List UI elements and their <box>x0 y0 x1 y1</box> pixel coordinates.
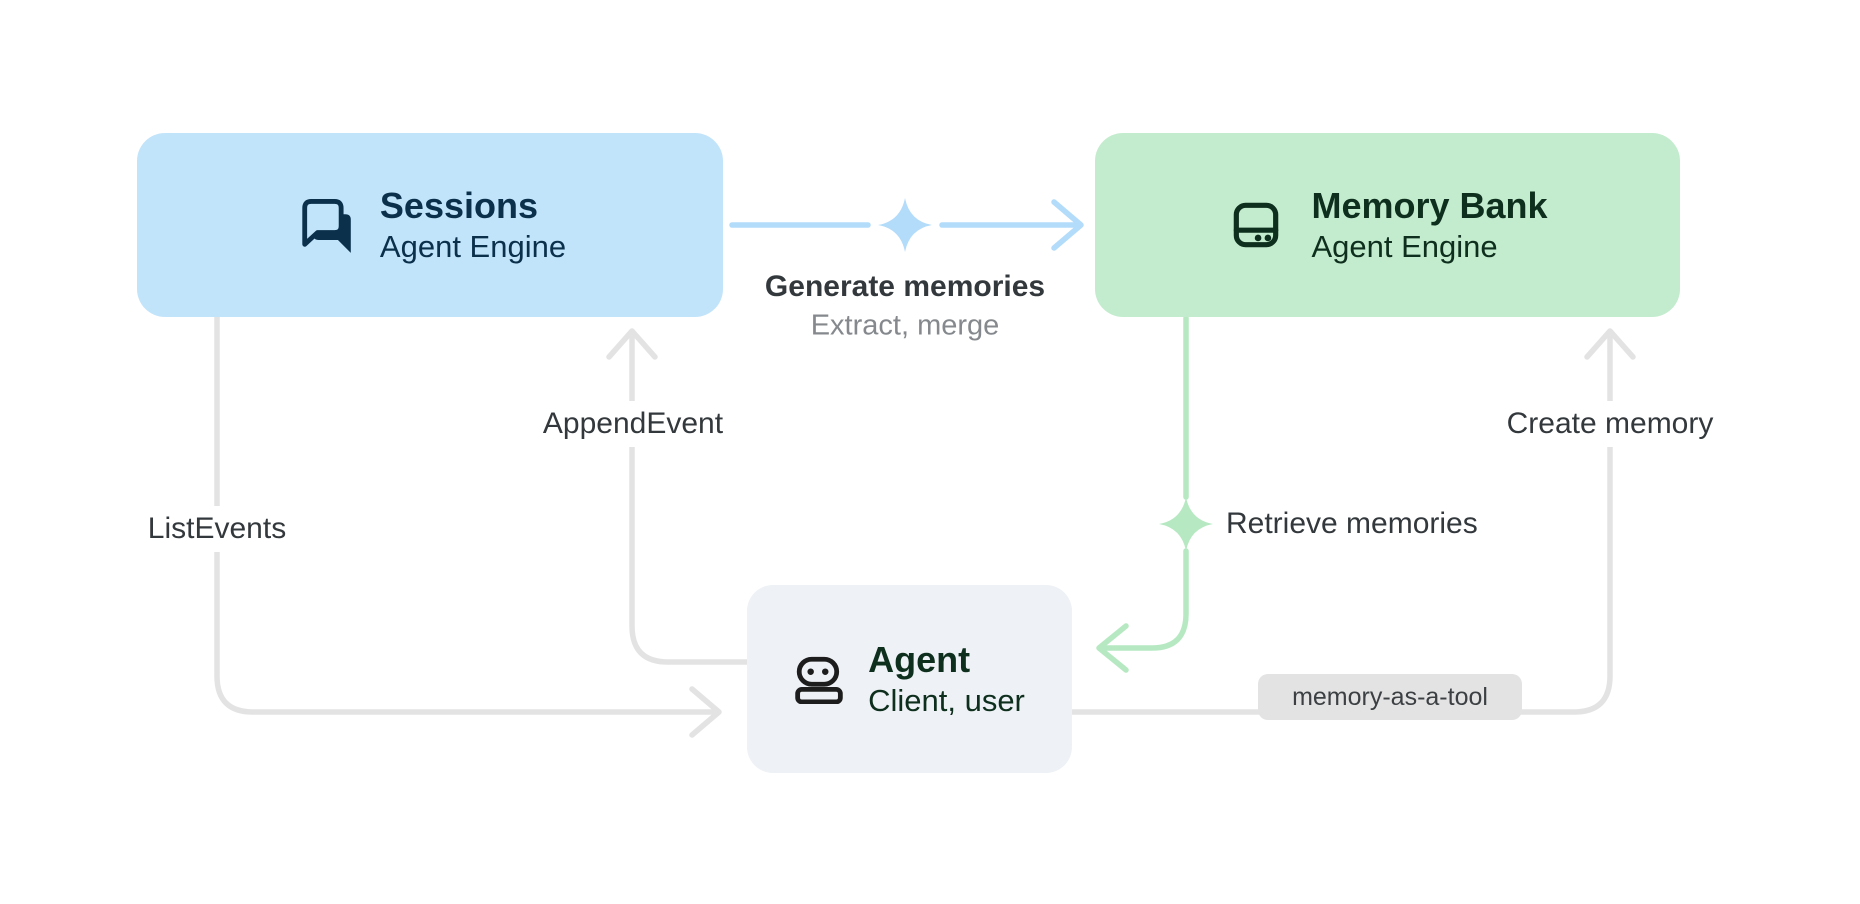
agent-title: Agent <box>868 639 971 681</box>
sparkle-icon <box>1159 497 1213 551</box>
append-event-label: AppendEvent <box>532 401 734 447</box>
storage-icon <box>1227 196 1285 254</box>
list-events-label: ListEvents <box>137 506 297 552</box>
retrieve-memories-arrow <box>1096 315 1213 673</box>
memory-bank-subtitle: Agent Engine <box>1311 229 1498 265</box>
generate-memories-label: Generate memories <box>764 270 1046 303</box>
forum-icon <box>294 195 354 255</box>
extract-merge-label: Extract, merge <box>810 309 1000 342</box>
robot-icon <box>794 654 844 704</box>
memory-bank-title: Memory Bank <box>1311 185 1548 227</box>
append-event-arrow <box>606 328 750 665</box>
sessions-title: Sessions <box>379 185 539 227</box>
list-events-arrow <box>214 314 722 738</box>
sparkle-icon <box>878 198 932 252</box>
sessions-subtitle: Agent Engine <box>379 229 567 265</box>
agent-node: Agent Client, user <box>747 585 1072 773</box>
memory-as-a-tool-badge: memory-as-a-tool <box>1258 674 1522 720</box>
sessions-node: Sessions Agent Engine <box>137 133 723 317</box>
retrieve-memories-label: Retrieve memories <box>1226 507 1478 540</box>
create-memory-label: Create memory <box>1496 401 1724 447</box>
agent-subtitle: Client, user <box>868 683 1025 719</box>
create-memory-arrow <box>1069 328 1636 715</box>
generate-memories-arrow <box>729 198 1084 252</box>
memory-bank-node: Memory Bank Agent Engine <box>1095 133 1680 317</box>
